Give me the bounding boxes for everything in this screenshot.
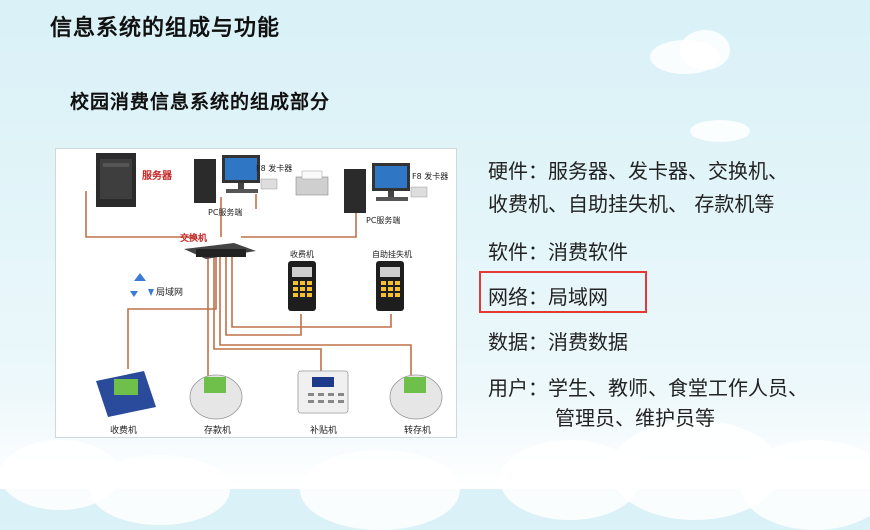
pos-bottom-label: 收费机 [110,426,138,436]
card-issuer-label-2: F8 发卡器 [412,172,449,181]
pc-server-2 [344,163,428,213]
hardware-line-2: 收费机、自助挂失机、 存款机等 [488,192,775,216]
transfer-terminal [389,374,443,420]
deposit-label: 存款机 [204,426,232,436]
printer [295,170,329,196]
pos-terminal-top [288,261,316,311]
switch-label: 交换机 [180,234,208,244]
subsidy-label: 补贴机 [310,426,338,436]
pos-top-label: 收费机 [290,250,314,259]
lan-icon [130,273,154,297]
data-line: 数据：消费数据 [488,330,628,354]
users-line-1: 用户：学生、教师、食堂工作人员、 [488,376,808,400]
network-line: 网络：局域网 [488,285,608,309]
network-switch [184,243,256,259]
server-tower [96,153,136,207]
cloud-decoration [740,440,870,530]
section-subtitle: 校园消费信息系统的组成部分 [70,91,331,113]
card-issuer-label-1: F8 发卡器 [256,164,293,173]
pos-terminal-bottom [96,371,156,417]
pc-server-1 [194,155,278,203]
software-line: 软件：消费软件 [488,240,628,264]
cloud-decoration [300,450,460,530]
network-highlight-box [479,271,647,313]
cable-lines [85,191,412,381]
cloud-decoration [680,30,730,70]
deposit-terminal [189,374,243,420]
self-loss-label: 自助挂失机 [372,250,412,259]
server-label: 服务器 [142,171,172,182]
cloud-decoration [690,120,750,142]
self-loss-terminal [376,261,404,311]
diagram-graphics [85,153,443,420]
users-line-2: 管理员、维护员等 [555,406,715,430]
pc-server-label-2: PC服务端 [366,216,401,225]
subsidy-terminal [297,370,349,414]
cloud-decoration [90,455,230,525]
lan-label: 局域网 [156,288,184,298]
hardware-line-1: 硬件：服务器、发卡器、交换机、 [488,159,788,183]
pc-server-label-1: PC服务端 [208,208,243,217]
transfer-label: 转存机 [404,426,432,436]
network-diagram: 服务器 PC服务端 F8 发卡器 PC服务端 F8 发卡器 交换机 局域网 收费… [55,148,457,438]
slide-title: 信息系统的组成与功能 [50,16,281,41]
